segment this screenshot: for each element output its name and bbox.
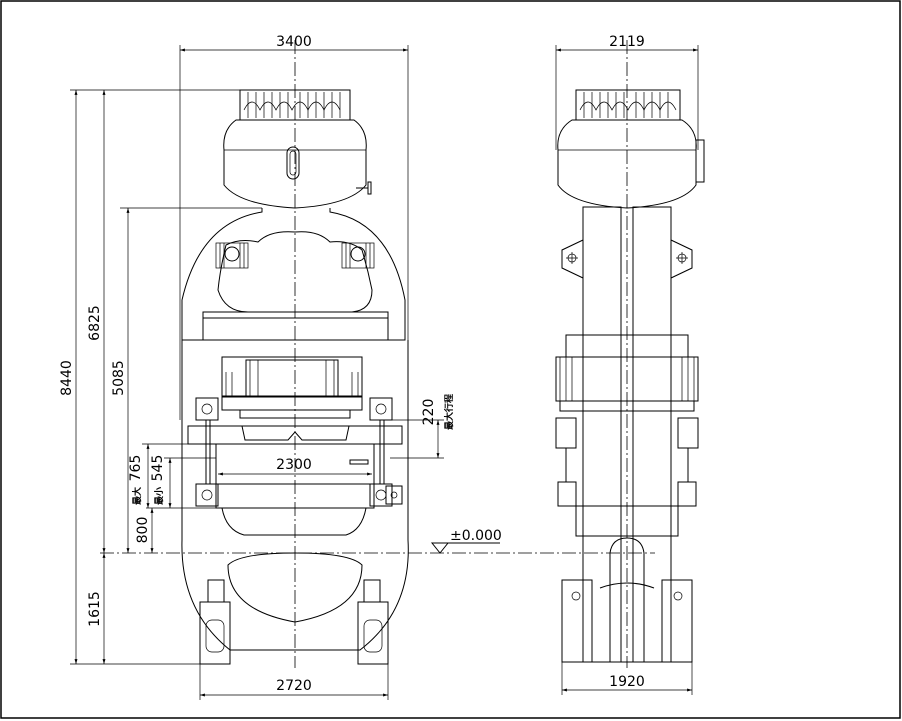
dim-front-base-width: 2720 (276, 678, 312, 694)
dim-side-width: 2119 (609, 34, 645, 50)
dim-stroke: 220 (421, 399, 437, 426)
label-max-stroke: 最大行程 (443, 394, 455, 430)
dim-min-shut: 545 (150, 455, 166, 482)
label-min-shut: 最小 (153, 487, 165, 505)
dim-table-height: 800 (135, 517, 151, 544)
press-base (199, 552, 389, 665)
side-base (561, 537, 693, 663)
guide-right (369, 397, 403, 507)
side-slide (555, 334, 699, 537)
side-drive-motor (557, 89, 705, 209)
dim-front-width: 3400 (276, 34, 312, 50)
drive-motor (223, 89, 372, 209)
slide (221, 356, 363, 419)
label-max-open: 最大 (131, 487, 143, 505)
front-view: 3400 2720 2300 8440 6825 1615 5085 800 (59, 34, 655, 700)
dim-total-height: 8440 (59, 360, 75, 396)
guide-left (195, 397, 219, 507)
side-view: 2119 1920 (555, 34, 705, 695)
floor-level-label: ±0.000 (450, 528, 502, 544)
press-crown (181, 208, 406, 341)
crown-left-gear (215, 242, 249, 269)
dim-table-width: 2300 (276, 457, 312, 473)
dim-side-base-width: 1920 (609, 674, 645, 690)
dim-upper-height: 5085 (111, 360, 127, 396)
level-marker-icon (430, 542, 450, 554)
dim-max-open: 765 (128, 455, 144, 482)
crown-right-gear (341, 242, 375, 269)
dim-pit-depth: 1615 (87, 591, 103, 627)
dim-height-above-floor: 6825 (87, 305, 103, 341)
frame-body-outline (181, 340, 409, 651)
die-area (187, 425, 403, 536)
